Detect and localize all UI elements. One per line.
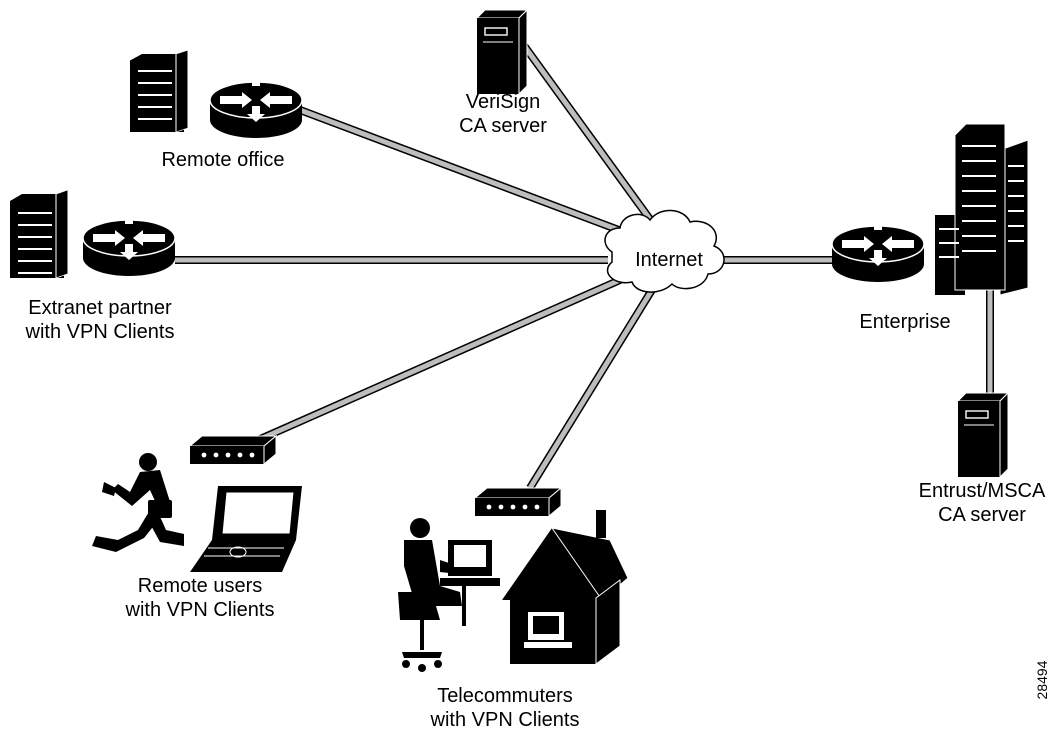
entrust-server-icon — [957, 392, 1009, 478]
label-verisign-line2: CA server — [459, 115, 547, 137]
telecommuters-modem-icon — [474, 487, 562, 517]
verisign-server-icon — [476, 9, 528, 95]
label-extranet-line1: Extranet partner — [28, 297, 172, 319]
label-remote-office-text: Remote office — [161, 149, 285, 171]
label-internet: Internet — [616, 248, 722, 272]
laptop-icon — [190, 486, 302, 572]
label-telecommuters: Telecommuters with VPN Clients — [400, 684, 610, 732]
label-verisign: VeriSign CA server — [438, 90, 568, 138]
house-icon — [502, 510, 629, 665]
label-internet-text: Internet — [635, 249, 703, 271]
telecommuter-person-icon — [398, 518, 500, 672]
label-extranet: Extranet partner with VPN Clients — [0, 296, 200, 344]
extranet-building-icon — [9, 189, 69, 279]
label-remote-users-line2: with VPN Clients — [125, 599, 275, 621]
enterprise-router-icon — [831, 213, 925, 283]
remote-office-router-icon — [209, 69, 303, 139]
label-telecommuters-line2: with VPN Clients — [430, 709, 580, 731]
label-remote-users: Remote users with VPN Clients — [95, 574, 305, 622]
label-entrust-line1: Entrust/MSCA — [918, 480, 1046, 502]
label-entrust-line2: CA server — [938, 504, 1026, 526]
label-entrust: Entrust/MSCA CA server — [910, 479, 1054, 527]
extranet-router-icon — [82, 207, 176, 277]
label-remote-users-line1: Remote users — [137, 575, 263, 597]
enterprise-building-icon — [935, 123, 1029, 296]
label-telecommuters-line1: Telecommuters — [437, 685, 573, 707]
figure-number: 28494 — [1032, 650, 1052, 710]
label-extranet-line2: with VPN Clients — [25, 321, 175, 343]
label-remote-office: Remote office — [130, 148, 316, 172]
internet-cloud-icon — [604, 209, 725, 293]
label-enterprise: Enterprise — [842, 310, 968, 334]
remote-users-modem-icon — [189, 435, 277, 465]
label-verisign-line1: VeriSign — [465, 91, 541, 113]
connection-lines — [175, 37, 994, 491]
remote-office-building-icon — [129, 49, 189, 133]
running-man-icon — [92, 453, 184, 552]
figure-number-text: 28494 — [1034, 660, 1050, 700]
label-enterprise-text: Enterprise — [859, 311, 951, 333]
